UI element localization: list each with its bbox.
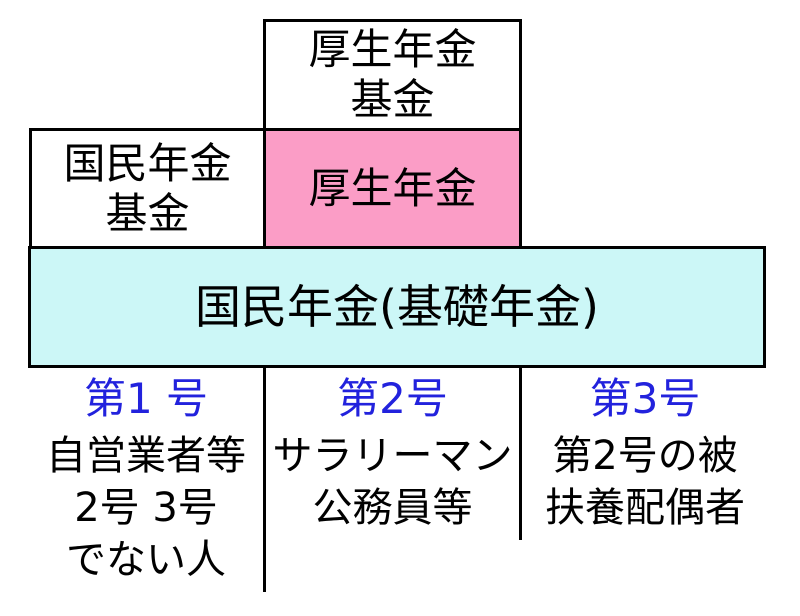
category-1-line-2: 2号 3号 xyxy=(74,485,218,531)
category-3-line-2: 扶養配偶者 xyxy=(545,485,745,531)
kosei-nenkin-kikin-label-line1: 厚生年金 xyxy=(308,25,477,75)
kosei-nenkin-kikin-box: 厚生年金 基金 xyxy=(263,19,522,131)
category-2-number: 第2号 xyxy=(337,374,448,423)
category-column-1: 第1 号 自営業者等 2号 3号 でない人 xyxy=(29,374,263,586)
category-column-3: 第3号 第2号の被 扶養配偶者 xyxy=(522,374,768,534)
kiso-nenkin-box: 国民年金(基礎年金) xyxy=(28,246,766,368)
kokumin-nenkin-kikin-label-line2: 基金 xyxy=(105,188,190,238)
kiso-nenkin-label: 国民年金(基礎年金) xyxy=(195,279,599,334)
category-1-number: 第1 号 xyxy=(83,374,209,423)
kokumin-nenkin-kikin-label-line1: 国民年金 xyxy=(63,138,232,188)
category-3-number: 第3号 xyxy=(589,374,701,423)
column-divider-1 xyxy=(263,368,266,592)
category-1-line-3: でない人 xyxy=(66,537,226,583)
kosei-nenkin-box: 厚生年金 xyxy=(263,128,522,249)
kosei-nenkin-kikin-label-line2: 基金 xyxy=(350,75,435,124)
kokumin-nenkin-kikin-box: 国民年金 基金 xyxy=(29,128,266,249)
category-column-2: 第2号 サラリーマン 公務員等 xyxy=(266,374,519,534)
category-1-line-1: 自営業者等 xyxy=(46,433,246,479)
category-2-line-1: サラリーマン xyxy=(272,433,513,479)
category-2-line-2: 公務員等 xyxy=(312,485,473,531)
category-3-line-1: 第2号の被 xyxy=(552,433,738,479)
column-divider-2 xyxy=(519,368,522,540)
kosei-nenkin-label: 厚生年金 xyxy=(308,163,477,213)
